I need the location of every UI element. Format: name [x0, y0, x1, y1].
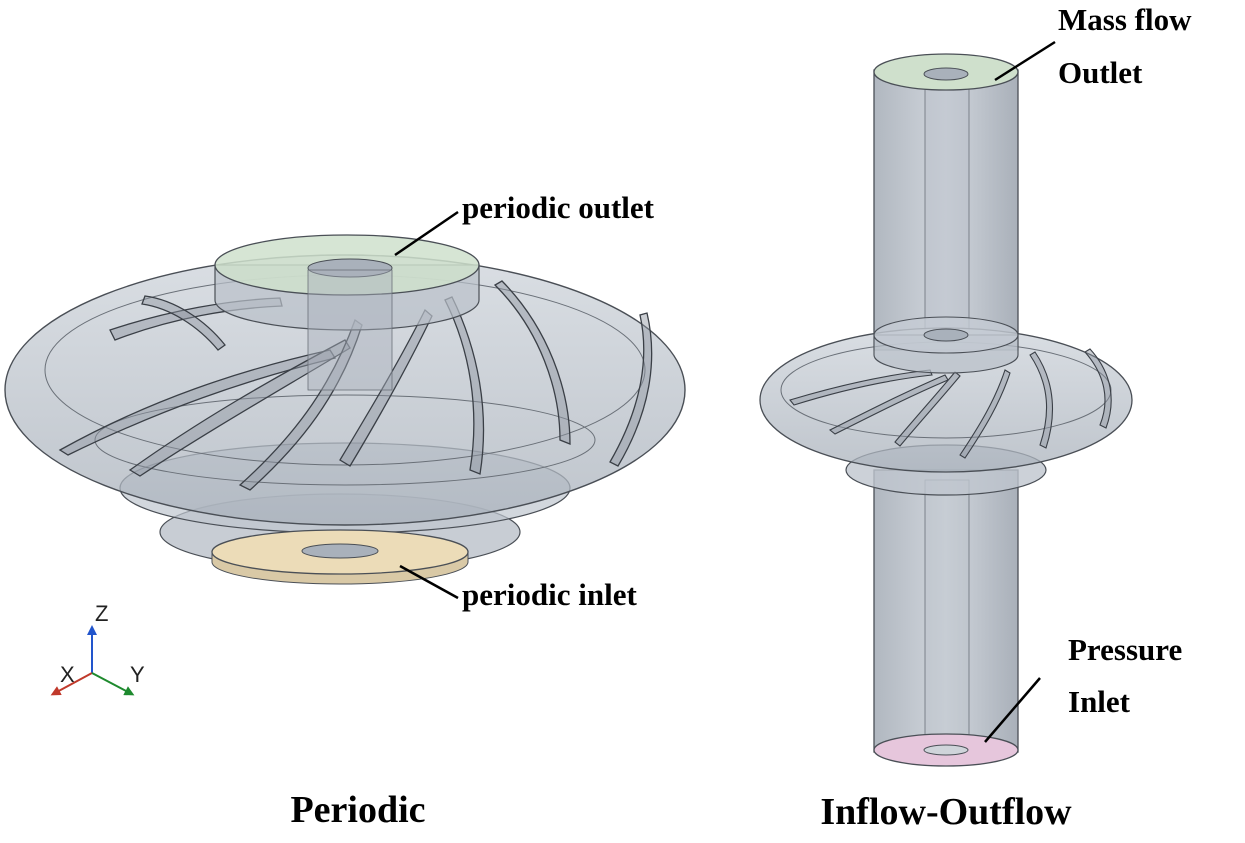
upper-inner-shaft [924, 71, 970, 338]
lower-inner-shaft [924, 479, 970, 749]
small-hub-hole [923, 328, 969, 342]
upper-shaft-hole [923, 67, 969, 81]
axis-triad: Z X Y [50, 601, 145, 696]
small-blades [789, 348, 1112, 459]
lower-shaft-hole [923, 744, 969, 756]
impeller-blades [58, 280, 653, 491]
x-axis-label: X [60, 662, 75, 687]
inflow-outflow-caption: Inflow-Outflow [820, 791, 1072, 833]
inlet-shaft-hole [301, 543, 379, 559]
lower-pipe [873, 469, 1019, 753]
x-axis [50, 672, 93, 696]
inner-shaft [307, 269, 393, 391]
mass-flow-label-line1: Mass flow [1058, 2, 1192, 37]
periodic-inlet-label: periodic inlet [462, 577, 637, 612]
z-axis-label: Z [95, 601, 108, 626]
y-axis-label: Y [130, 662, 145, 687]
periodic-caption: Periodic [290, 789, 425, 831]
mass-flow-label-line2: Outlet [1058, 55, 1143, 90]
pressure-inlet-leader [984, 677, 1041, 743]
inflow-outflow-model [759, 53, 1133, 767]
outlet-shaft-hole [307, 258, 393, 278]
pressure-label-line2: Inlet [1068, 684, 1131, 719]
shroud-mid-rim [94, 394, 596, 486]
mass-flow-leader [994, 40, 1056, 82]
periodic-inlet-leader [399, 564, 459, 600]
periodic-impeller [4, 234, 686, 585]
pressure-label-line1: Pressure [1068, 632, 1182, 667]
y-axis [91, 672, 135, 696]
periodic-outlet-label: periodic outlet [462, 190, 655, 225]
periodic-outlet-leader [394, 210, 459, 257]
